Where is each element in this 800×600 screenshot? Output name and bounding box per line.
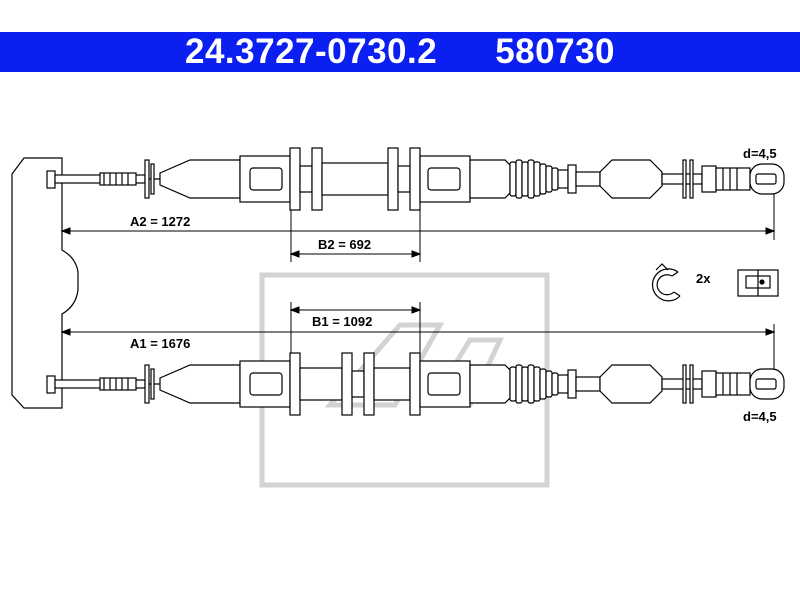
- label-diameter-top: d=4,5: [743, 146, 777, 161]
- brake-cable-upper: [46, 147, 785, 211]
- label-diameter-bottom: d=4,5: [743, 409, 777, 424]
- label-b1: B1 = 1092: [312, 314, 372, 329]
- circlip-icon: [651, 263, 681, 302]
- reference-number: 580730: [495, 32, 616, 71]
- dimension-b1: [289, 302, 422, 353]
- brake-cable-lower: [46, 352, 785, 416]
- label-b2: B2 = 692: [318, 237, 371, 252]
- header-banner: 24.3727-0730.2 580730: [0, 32, 800, 72]
- dimension-b2: [289, 210, 422, 262]
- dimension-a2: [60, 194, 776, 240]
- label-a1: A1 = 1676: [130, 336, 190, 351]
- dimension-a1: [60, 324, 776, 370]
- chassis-bracket: [11, 157, 79, 409]
- label-a2: A2 = 1272: [130, 214, 190, 229]
- cable-eye-bracket-icon: [737, 269, 779, 297]
- part-number: 24.3727-0730.2: [184, 32, 438, 71]
- clip-quantity: 2x: [696, 271, 711, 286]
